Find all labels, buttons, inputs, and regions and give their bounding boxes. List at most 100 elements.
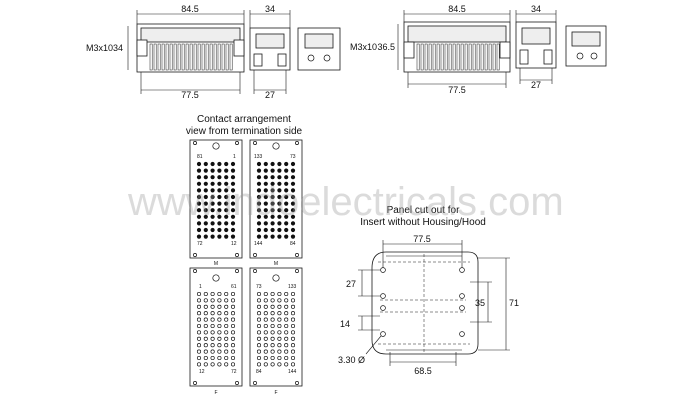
contact-pin <box>270 291 275 297</box>
screw-hole-icon <box>235 269 239 273</box>
contact-pin <box>290 161 296 167</box>
panel-cutout-title-1: Panel cut out for <box>387 205 460 216</box>
contact-pin <box>210 221 215 226</box>
contact-pin <box>230 336 236 341</box>
dim-cutout-14: 14 <box>340 319 350 329</box>
contact-pin <box>203 227 208 233</box>
side-view-3-latch <box>543 49 553 65</box>
contact-pin <box>196 175 202 180</box>
contact-pin <box>270 168 275 173</box>
contact-pin <box>290 323 296 329</box>
contact-pin <box>230 188 236 193</box>
contact-pin <box>277 221 282 226</box>
insert-female-2: 73 133 84 144 <box>249 267 303 387</box>
contact-pin <box>290 194 296 200</box>
contact-pin <box>284 168 289 173</box>
housing-rib <box>161 43 165 71</box>
front-view-left-ribs <box>149 43 233 71</box>
contact-pin <box>270 355 275 361</box>
housing-rib <box>468 43 472 71</box>
contact-pin <box>284 349 289 354</box>
mounting-hole-icon <box>459 293 465 299</box>
dim-cutout-bottom: 68.5 <box>414 366 432 376</box>
contact-pin <box>290 336 296 341</box>
contact-pin <box>217 188 222 193</box>
contact-pin <box>224 221 229 226</box>
contact-pin <box>224 336 229 341</box>
contact-pin <box>277 227 282 233</box>
ground-icon <box>212 274 220 282</box>
housing-rib <box>165 43 169 71</box>
contact-pin <box>203 181 208 186</box>
dim-side-width-bottom: 27 <box>265 90 275 100</box>
dim-side-width-top: 34 <box>265 4 275 14</box>
contact-pin <box>270 349 275 354</box>
contact-pin <box>263 201 268 206</box>
contact-pin <box>217 355 222 361</box>
contact-pin <box>196 214 202 219</box>
contact-pin <box>230 181 236 186</box>
contact-pin <box>284 298 289 303</box>
contact-pin <box>290 208 296 213</box>
contact-pin <box>217 336 222 341</box>
male1-top-left: 81 <box>197 154 203 160</box>
contact-pin <box>210 161 215 167</box>
screw-hole-icon <box>235 141 239 145</box>
contact-pin <box>263 330 268 335</box>
side-view-2-window <box>304 33 334 49</box>
contact-pin <box>277 291 282 297</box>
insert-female-2-contacts <box>256 291 296 367</box>
contact-pin <box>277 330 282 335</box>
contact-pin <box>196 227 202 233</box>
mounting-hole-icon <box>459 331 465 337</box>
front-view-left-latch-right <box>233 39 245 57</box>
contact-pin <box>230 330 236 335</box>
screw-icon <box>590 52 598 60</box>
contact-pin <box>277 317 282 322</box>
contact-pin <box>270 304 275 309</box>
front-view-right-top-band <box>407 25 507 43</box>
contact-pin <box>196 317 202 322</box>
contact-pin <box>203 291 208 297</box>
contact-pin <box>263 168 268 173</box>
contact-pin <box>270 336 275 341</box>
contact-pin <box>270 194 275 200</box>
contact-pin <box>256 221 262 226</box>
contact-pin <box>277 362 282 367</box>
contact-pin <box>256 214 262 219</box>
contact-pin <box>256 349 262 354</box>
contact-pin <box>290 214 296 219</box>
contact-pin <box>217 323 222 329</box>
contact-pin <box>284 355 289 361</box>
screw-icon <box>576 52 584 60</box>
contact-pin <box>277 194 282 200</box>
contact-pin <box>263 227 268 233</box>
contact-pin <box>284 317 289 322</box>
female1-bottom-left: 12 <box>199 369 205 375</box>
contact-pin <box>196 161 202 167</box>
housing-rib <box>492 43 496 71</box>
contact-pin <box>224 168 229 173</box>
contact-pin <box>263 304 268 309</box>
contact-pin <box>290 291 296 297</box>
side-view-4-window <box>571 31 601 47</box>
screw-label: M3x10 <box>86 43 113 53</box>
contact-pin <box>290 349 296 354</box>
contact-pin <box>290 175 296 180</box>
contact-pin <box>270 208 275 213</box>
contact-pin <box>196 349 202 354</box>
front-view-right: 84.5 36.5 M3x10 77.5 <box>350 4 511 95</box>
insert-male-1-contacts <box>196 161 236 239</box>
contact-pin <box>217 317 222 322</box>
mounting-hole-icon <box>459 267 465 273</box>
contact-pin <box>203 188 208 193</box>
contact-pin <box>203 161 208 167</box>
contact-pin <box>230 304 236 309</box>
contact-pin <box>196 343 202 348</box>
contact-pin <box>290 311 296 316</box>
housing-rib <box>452 43 456 71</box>
housing-rib <box>157 43 161 71</box>
ground-icon <box>272 274 280 282</box>
contact-pin <box>217 208 222 213</box>
contact-pin <box>284 201 289 206</box>
